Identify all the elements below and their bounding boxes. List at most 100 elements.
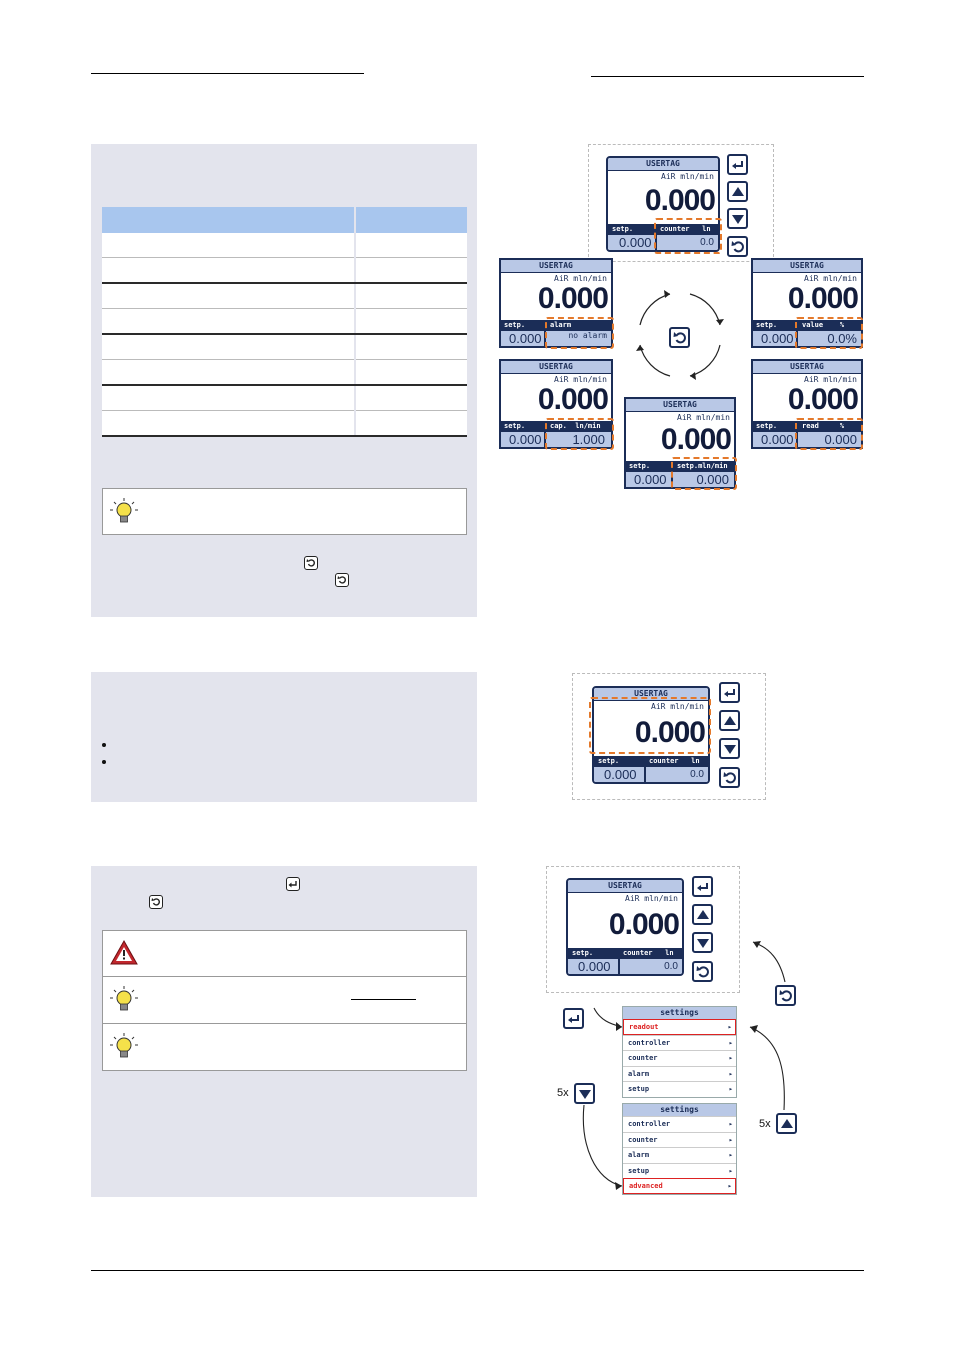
usertag-label: USERTAG	[568, 880, 682, 893]
highlight-valve	[795, 317, 863, 349]
esc-button-center[interactable]	[669, 327, 690, 348]
tip-note-1	[102, 488, 467, 535]
esc-button[interactable]	[727, 236, 748, 257]
enter-key-icon	[286, 877, 300, 891]
setp-value: 0.000	[634, 472, 667, 487]
read-label: read %	[802, 422, 845, 430]
counter-label: counter ln	[649, 757, 700, 765]
navigation-arrows	[582, 941, 786, 1190]
unit-label: AiR mln/min	[554, 274, 607, 283]
menu-item-alarm[interactable]: alarm	[623, 1147, 736, 1163]
setp-value: 0.000	[578, 959, 611, 974]
usertag-label: USERTAG	[753, 260, 861, 273]
unit-label: AiR mln/min	[661, 172, 714, 181]
unit-label: AiR mln/min	[625, 894, 678, 903]
tip-note-2	[102, 976, 467, 1024]
warning-icon	[110, 939, 138, 965]
lcd-main: USERTAG AiR mln/min 0.000 setp. counter …	[592, 686, 710, 784]
lcd-top: USERTAG AiR mln/min 0.000 setp. counter …	[606, 156, 720, 252]
capacity-label: cap. ln/min	[550, 422, 601, 430]
unit-label: AiR mln/min	[554, 375, 607, 384]
esc-key-icon	[304, 556, 318, 570]
menu-item-readout[interactable]: readout	[623, 1019, 736, 1035]
lcd-valve: USERTAG AiR mln/min 0.000 setp. value % …	[751, 258, 863, 348]
highlight-alarm	[545, 317, 614, 349]
lcd-setpoint: USERTAG AiR mln/min 0.000 setp. setp.mln…	[624, 397, 736, 489]
settings-menu-2: settings controller counter alarm setup …	[622, 1103, 737, 1195]
usertag-label: USERTAG	[608, 158, 718, 171]
down-button[interactable]	[727, 208, 748, 229]
enter-button[interactable]	[692, 876, 713, 897]
highlight-read	[795, 418, 863, 450]
counter-value: 0.0	[700, 237, 714, 248]
unit-label: AiR mln/min	[804, 375, 857, 384]
header-rule-right	[591, 76, 864, 77]
bullet	[102, 743, 106, 747]
enter-button[interactable]	[719, 682, 740, 703]
enter-button[interactable]	[727, 154, 748, 175]
main-value: 0.000	[634, 716, 706, 749]
setp-value: 0.000	[604, 767, 637, 782]
menu-item-advanced[interactable]: advanced	[623, 1178, 736, 1194]
menu-item-counter[interactable]: counter	[623, 1131, 736, 1147]
main-value: 0.000	[660, 423, 732, 456]
usertag-label: USERTAG	[501, 260, 611, 273]
highlight-counter	[654, 218, 722, 254]
esc-key-icon	[335, 573, 349, 587]
lcd-read: USERTAG AiR mln/min 0.000 setp. read % 0…	[751, 359, 863, 449]
lightbulb-icon	[110, 498, 138, 523]
main-value: 0.000	[787, 282, 859, 315]
main-value: 0.000	[537, 282, 609, 315]
menu-title: settings	[623, 1007, 736, 1019]
main-value: 0.000	[787, 383, 859, 416]
lcd-menu-start: USERTAG AiR mln/min 0.000 setp. counter …	[566, 878, 684, 976]
lightbulb-icon	[110, 986, 138, 1011]
setp-value: 0.000	[761, 331, 794, 346]
menu-item-setup[interactable]: setup	[623, 1162, 736, 1178]
menu-item-counter[interactable]: counter	[623, 1050, 736, 1066]
main-value: 0.000	[608, 908, 680, 941]
menu-item-alarm[interactable]: alarm	[623, 1065, 736, 1081]
setp-label: setp.	[629, 462, 651, 470]
setp-label: setp.	[504, 321, 526, 329]
cycle-arrows-diagram	[636, 290, 724, 380]
esc-button-side[interactable]	[775, 985, 796, 1006]
setp-label: setp.	[504, 422, 526, 430]
settings-menu-1: settings readout controller counter alar…	[622, 1006, 737, 1098]
esc-button[interactable]	[692, 961, 713, 982]
down-button[interactable]	[719, 738, 740, 759]
setpoint-value: 0.000	[696, 472, 729, 487]
up-button-side[interactable]	[776, 1113, 797, 1134]
up-button[interactable]	[692, 904, 713, 925]
setp-label: setp.	[756, 321, 778, 329]
setp-value: 0.000	[761, 432, 794, 447]
alarm-label: alarm	[550, 321, 572, 329]
menu-item-controller[interactable]: controller	[623, 1034, 736, 1050]
menu-item-setup[interactable]: setup	[623, 1081, 736, 1097]
readout-table	[102, 207, 467, 437]
esc-key-icon	[149, 895, 163, 909]
bullet	[102, 760, 106, 764]
valve-label: value %	[802, 321, 845, 329]
setp-label: setp.	[612, 225, 634, 233]
main-value: 0.000	[537, 383, 609, 416]
menu-item-controller[interactable]: controller	[623, 1116, 736, 1132]
lightbulb-icon	[110, 1033, 138, 1058]
capacity-value: 1.000	[572, 432, 605, 447]
enter-button-side[interactable]	[563, 1008, 584, 1029]
down-button-side[interactable]	[574, 1083, 595, 1104]
unit-label: AiR mln/min	[651, 702, 704, 711]
down-button[interactable]	[692, 932, 713, 953]
underline-rule	[351, 999, 416, 1000]
counter-value: 0.0	[664, 961, 678, 972]
setp-label: setp.	[598, 757, 620, 765]
up-button[interactable]	[719, 710, 740, 731]
setp-value: 0.000	[619, 235, 652, 250]
read-value: 0.000	[824, 432, 857, 447]
header-rule-left	[91, 73, 364, 74]
esc-button[interactable]	[719, 767, 740, 788]
up-button[interactable]	[727, 181, 748, 202]
tip-note-3	[102, 1023, 467, 1071]
alarm-value: no alarm	[568, 331, 607, 340]
setp-label: setp.	[572, 949, 594, 957]
